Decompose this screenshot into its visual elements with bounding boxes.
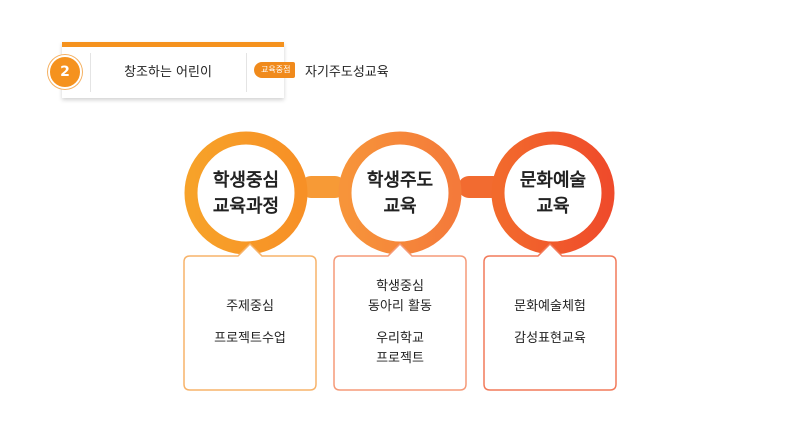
detail-2-line1: 학생중심 <box>376 279 424 294</box>
detail-3-line1: 문화예술체험 <box>514 299 586 314</box>
detail-2-line4: 프로젝트 <box>376 351 424 366</box>
circle-1-line1: 학생중심 <box>212 170 280 191</box>
detail-2-line2: 동아리 활동 <box>368 299 432 314</box>
connector-1-2 <box>300 176 346 198</box>
circle-1-line2: 교육과정 <box>212 196 280 217</box>
detail-2-line3: 우리학교 <box>376 331 424 346</box>
detail-box-1: 주제중심 프로젝트수업 <box>184 256 316 390</box>
section-number-badge: 2 <box>48 55 82 89</box>
circle-2-line1: 학생주도 <box>366 170 434 191</box>
detail-box-3-outline <box>483 242 617 391</box>
header-divider-right <box>246 53 247 92</box>
section-title: 창조하는 어린이 <box>124 65 212 80</box>
circle-2-line2: 교육 <box>383 196 417 217</box>
focus-tag: 교육중점 <box>254 62 296 78</box>
circle-3-line2: 교육 <box>536 196 570 217</box>
detail-1-line1: 주제중심 <box>226 299 274 314</box>
detail-box-2-outline <box>333 242 467 391</box>
detail-3-line2: 감성표현교육 <box>514 331 586 346</box>
circle-2-label: 학생주도 교육 <box>340 168 460 220</box>
circle-3-line1: 문화예술 <box>519 170 587 191</box>
header-divider-left <box>90 53 91 92</box>
detail-1-line2: 프로젝트수업 <box>214 331 286 346</box>
section-header-card: 2 창조하는 어린이 <box>48 42 284 98</box>
focus-tag-text: 자기주도성교육 <box>305 65 389 80</box>
circle-3-label: 문화예술 교육 <box>493 168 613 220</box>
detail-box-3: 문화예술체험 감성표현교육 <box>484 256 616 390</box>
circle-1-label: 학생중심 교육과정 <box>186 168 306 220</box>
detail-box-2: 학생중심 동아리 활동 우리학교 프로젝트 <box>334 256 466 390</box>
detail-box-1-outline <box>183 242 317 391</box>
